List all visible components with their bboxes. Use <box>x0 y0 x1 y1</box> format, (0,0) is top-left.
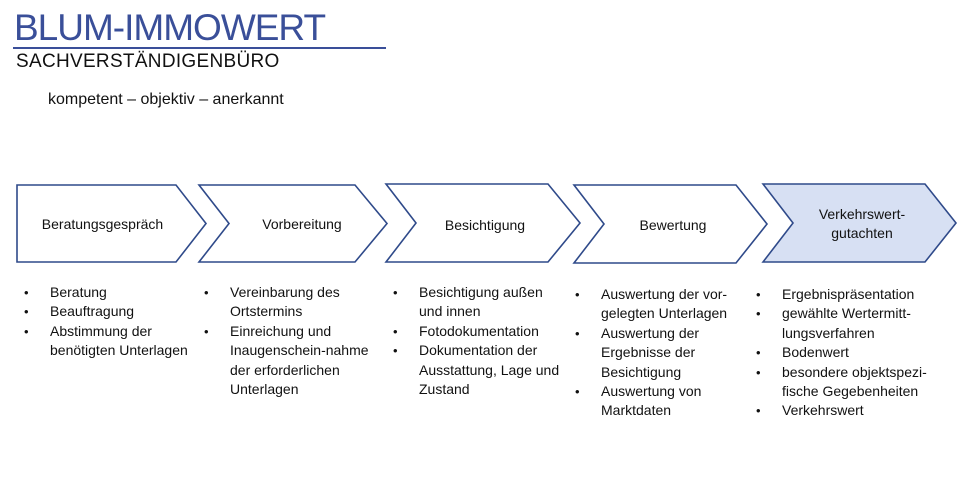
bullet-item: Abstimmung der benötigten Unterlagen <box>21 322 196 361</box>
bullet-item: Ergebnispräsentation <box>753 285 958 305</box>
bullet-item: Einreichung und Inaugenschein-nahme der … <box>201 322 379 400</box>
step-label-5: Verkehrswert-gutachten <box>818 206 906 241</box>
step-chevron-3 <box>384 183 582 263</box>
step-bullet-list-5: Ergebnispräsentationgewählte Wertermitt-… <box>753 285 958 421</box>
logo-subtitle: SACHVERSTÄNDIGENBÜRO <box>16 51 280 72</box>
step-chevron-4 <box>572 184 769 264</box>
bullet-item: Beauftragung <box>21 302 196 322</box>
step-chevron-5 <box>761 183 958 263</box>
step-label-2: Vorbereitung <box>262 216 342 232</box>
bullet-item: Verkehrswert <box>753 401 958 421</box>
tagline: kompetent – objektiv – anerkannt <box>48 91 284 108</box>
bullet-item: Dokumentation der Ausstattung, Lage und … <box>390 341 568 399</box>
bullet-item: besondere objektspezi-fische Gegebenheit… <box>753 363 958 402</box>
bullet-item: Besichtigung außen und innen <box>390 283 568 322</box>
logo-underline <box>13 47 386 49</box>
bullet-item: Auswertung von Marktdaten <box>572 382 752 421</box>
bullet-item: Fotodokumentation <box>390 322 568 342</box>
step-bullet-list-2: Vereinbarung des OrtsterminsEinreichung … <box>201 283 379 399</box>
step-bullet-list-1: BeratungBeauftragungAbstimmung der benöt… <box>21 283 196 361</box>
step-label-3: Besichtigung <box>444 217 526 233</box>
bullet-item: Auswertung der vor-gelegten Unterlagen <box>572 285 752 324</box>
bullet-item: Vereinbarung des Ortstermins <box>201 283 379 322</box>
step-label-4: Bewertung <box>639 217 707 233</box>
bullet-item: Auswertung der Ergebnisse der Besichtigu… <box>572 324 752 382</box>
step-bullet-list-3: Besichtigung außen und innenFotodokument… <box>390 283 568 399</box>
step-bullet-list-4: Auswertung der vor-gelegten UnterlagenAu… <box>572 285 752 421</box>
bullet-item: gewählte Wertermitt-lungsverfahren <box>753 304 958 343</box>
step-chevron-1 <box>16 184 208 263</box>
step-chevron-2 <box>197 184 389 263</box>
step-label-1: Beratungsgespräch <box>41 216 164 232</box>
bullet-item: Beratung <box>21 283 196 303</box>
logo-title: BLUM-IMMOWERT <box>14 7 326 48</box>
bullet-item: Bodenwert <box>753 343 958 363</box>
